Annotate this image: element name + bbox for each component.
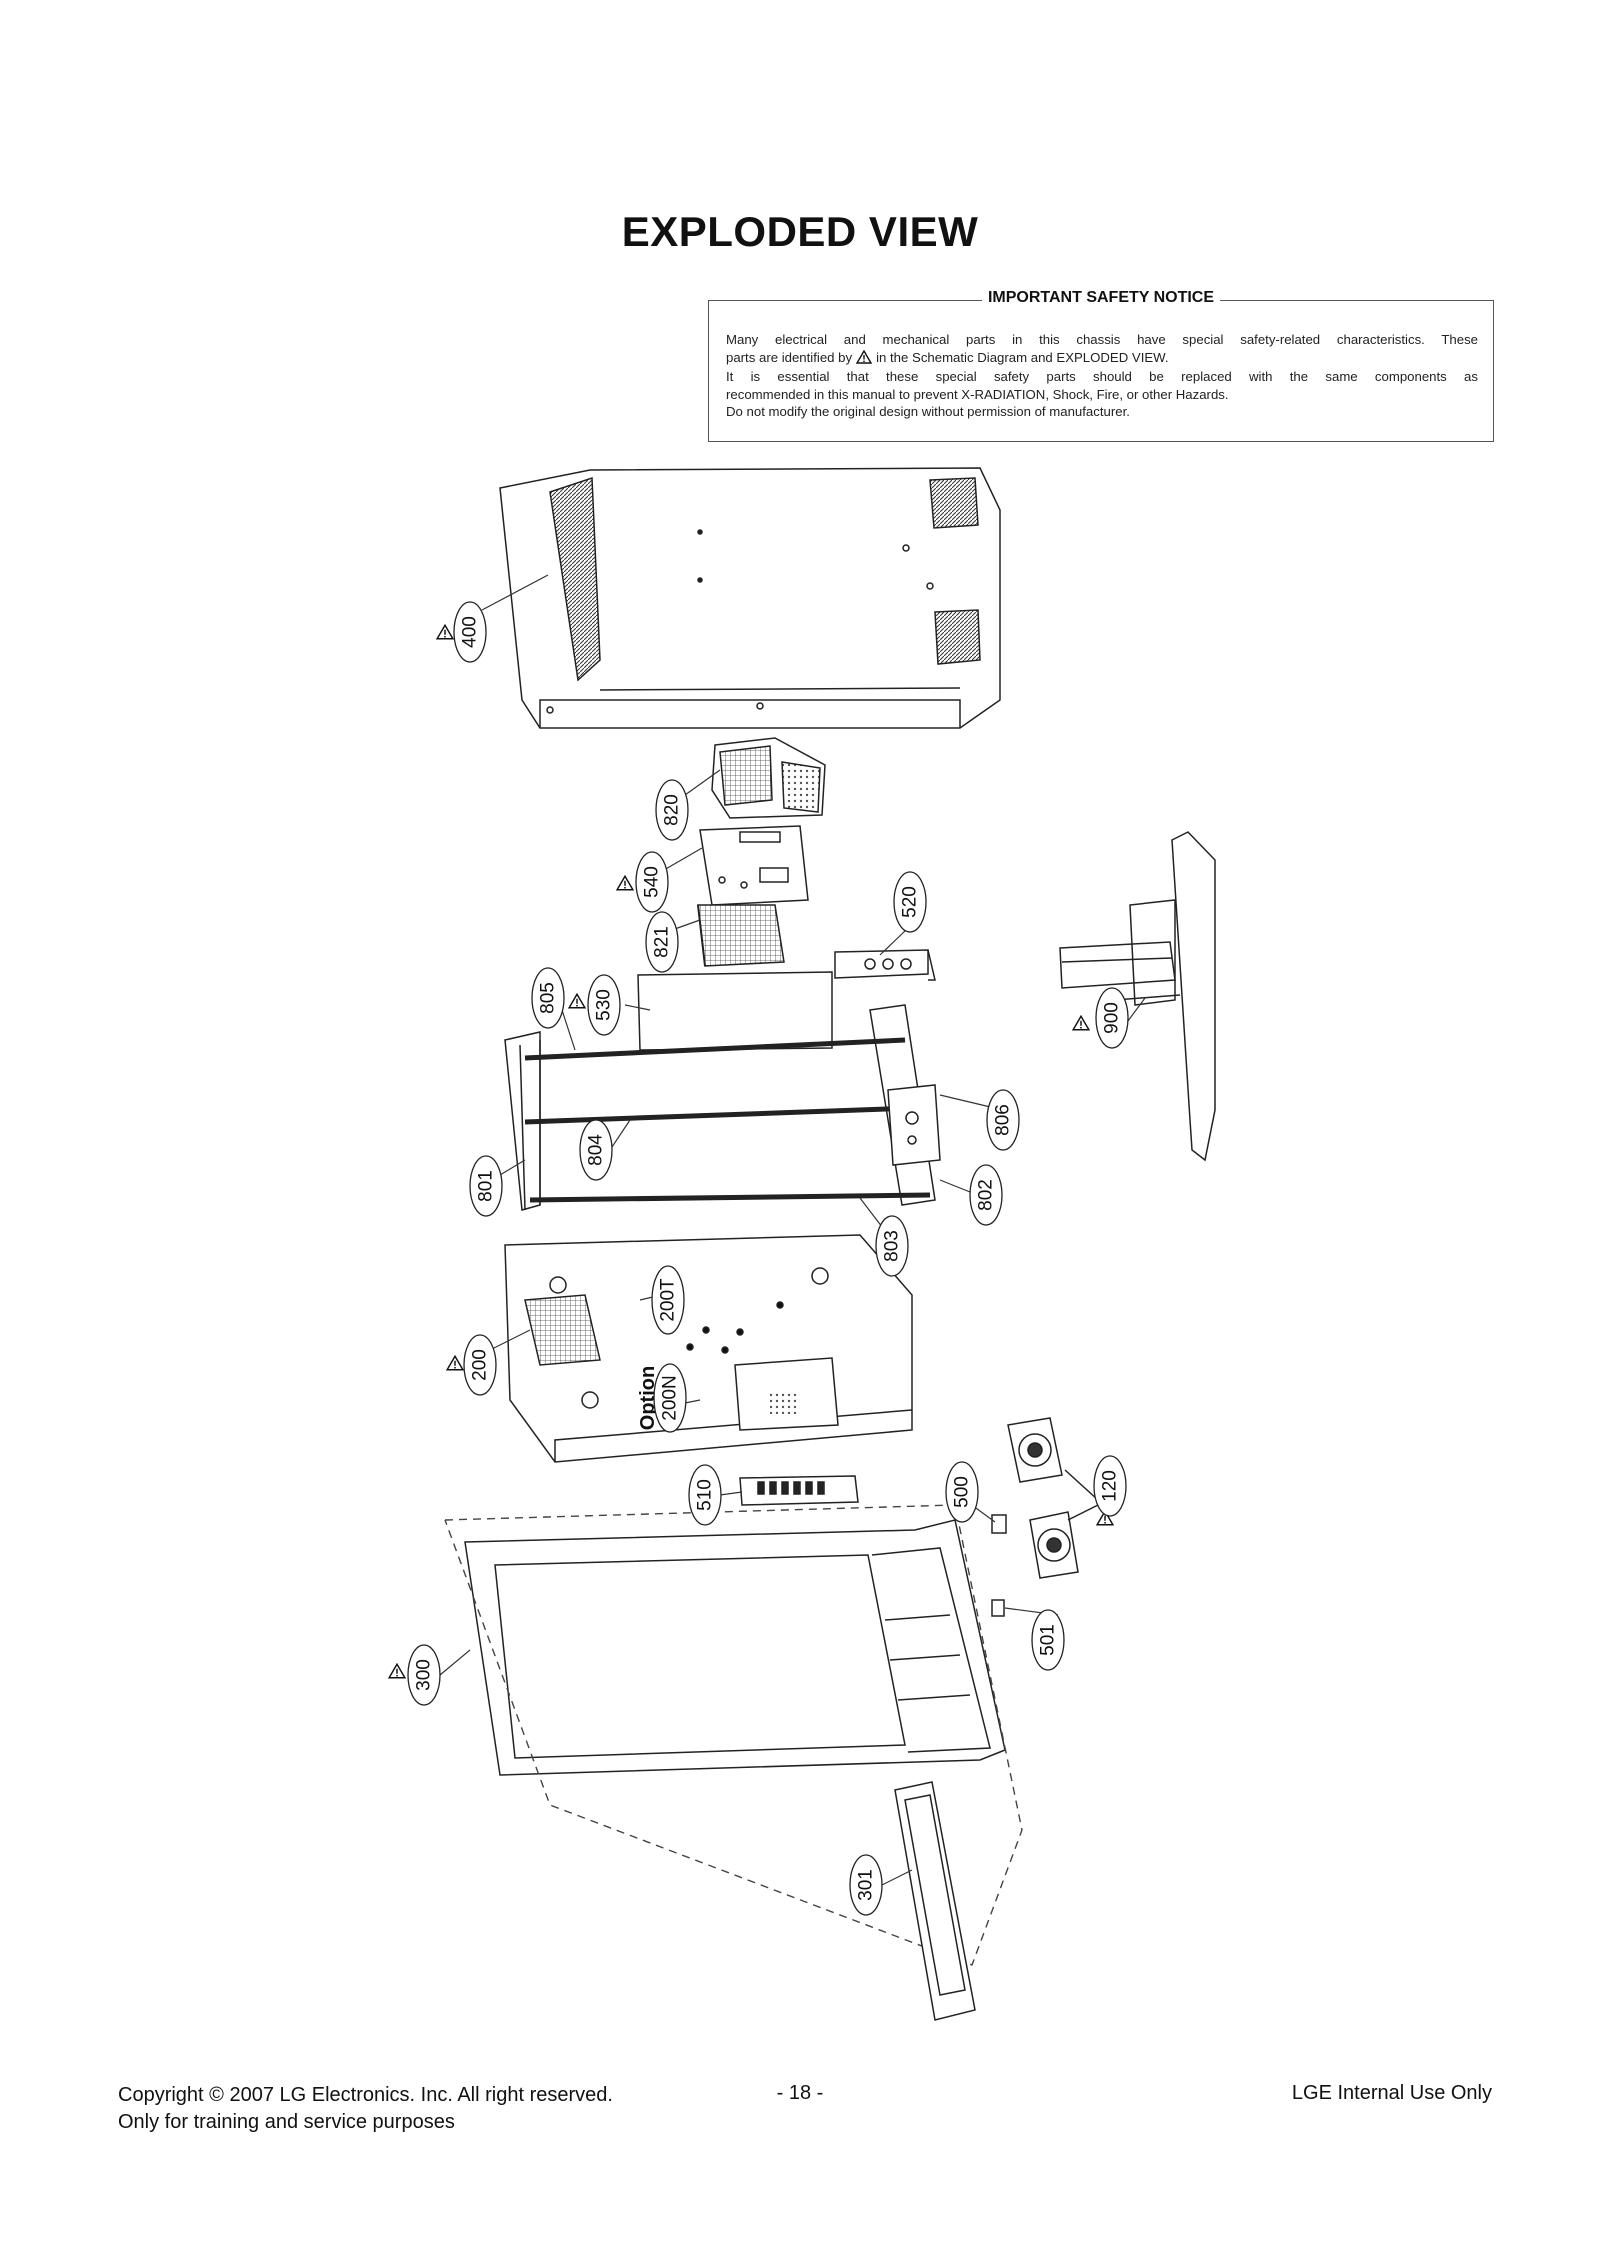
- callout-120: 120: [1100, 1470, 1121, 1502]
- shield-cover-820: [711, 737, 826, 819]
- callout-802: 802: [976, 1179, 997, 1211]
- chassis-200: [504, 1234, 913, 1463]
- frame-assembly-801-806: [504, 1004, 941, 1211]
- page-number: - 18 -: [776, 2082, 824, 2104]
- part-500: [991, 1514, 1007, 1534]
- callout-820: 820: [662, 794, 683, 826]
- safety-notice-box: IMPORTANT SAFETY NOTICE Many electrical …: [708, 289, 1494, 442]
- callout-400: 400: [460, 616, 481, 648]
- copyright-text: Copyright © 2007 LG Electronics. Inc. Al…: [118, 2084, 613, 2106]
- notice-line-5: Do not modify the original design withou…: [726, 404, 1130, 419]
- callout-821: 821: [652, 926, 673, 958]
- side-panel-301: [894, 1781, 976, 2021]
- page-title: EXPLODED VIEW: [621, 208, 979, 255]
- callout-900: 900: [1102, 1002, 1123, 1034]
- part-510: [739, 1475, 859, 1506]
- back-cover-400: [499, 467, 1001, 729]
- notice-line-1: Many electrical and mechanical parts in …: [726, 332, 1478, 347]
- callout-805: 805: [538, 982, 559, 1014]
- notice-line-4: recommended in this manual to prevent X-…: [726, 386, 1229, 402]
- callout-300: 300: [414, 1659, 435, 1691]
- notice-line-3: It is essential that these special safet…: [726, 369, 1478, 384]
- callout-500: 500: [952, 1476, 973, 1508]
- callout-520: 520: [900, 886, 921, 918]
- bracket-520: [834, 949, 936, 981]
- callout-804: 804: [586, 1134, 607, 1166]
- front-cover-dashed-outline: [444, 1504, 1023, 1966]
- callout-200: 200: [470, 1349, 491, 1381]
- callout-501: 501: [1038, 1624, 1059, 1656]
- front-cover-300: [464, 1519, 1006, 1776]
- callout-540: 540: [642, 866, 663, 898]
- callout-803: 803: [882, 1230, 903, 1262]
- callout-530: 530: [594, 989, 615, 1021]
- safety-notice-body: Many electrical and mechanical parts in …: [726, 331, 1478, 421]
- option-label: Option: [637, 1366, 659, 1430]
- shield-821: [697, 904, 785, 967]
- purpose-text: Only for training and service purposes: [118, 2111, 455, 2133]
- board-540: [699, 825, 809, 906]
- callout-301: 301: [856, 1869, 877, 1901]
- stand-900: [1059, 831, 1216, 1162]
- callout-200N: 200N: [660, 1375, 681, 1420]
- safety-notice-heading: IMPORTANT SAFETY NOTICE: [981, 289, 1221, 306]
- footer-left: Copyright © 2007 LG Electronics. Inc. Al…: [118, 2082, 613, 2136]
- speakers-120: [1007, 1417, 1099, 1579]
- callout-200T: 200T: [658, 1278, 679, 1322]
- warning-triangle-icon: [855, 349, 873, 369]
- part-501: [991, 1599, 1005, 1617]
- callout-801: 801: [476, 1170, 497, 1202]
- internal-use-text: LGE Internal Use Only: [1291, 2082, 1492, 2104]
- callout-510: 510: [695, 1479, 716, 1511]
- sheet-530: [637, 971, 833, 1051]
- callout-806: 806: [993, 1104, 1014, 1136]
